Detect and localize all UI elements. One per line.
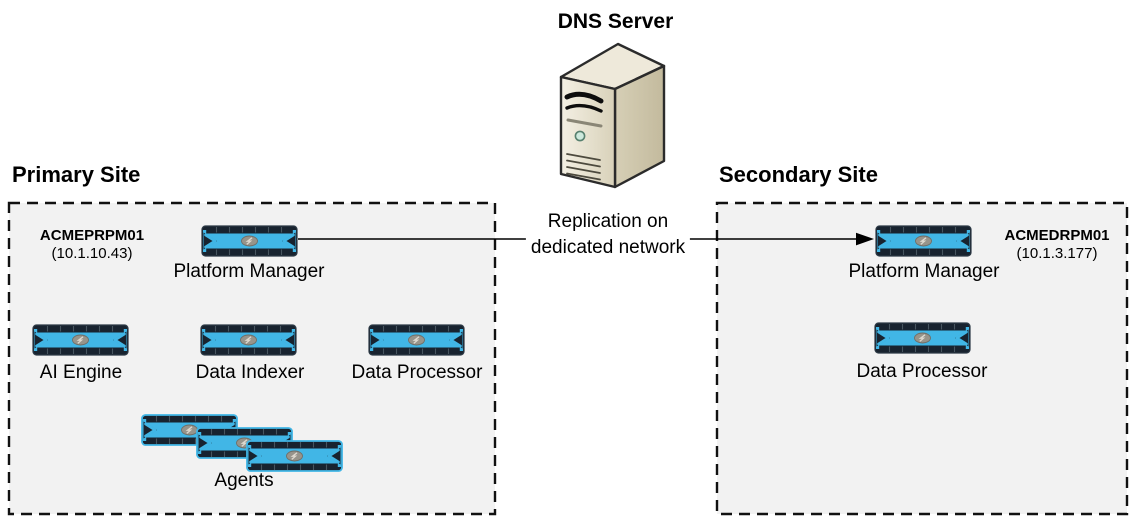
ai-engine-label: AI Engine: [39, 362, 123, 383]
secondary-platform-manager-host: ACMEDRPM01 (10.1.3.177): [992, 227, 1122, 263]
primary-platform-manager-label: Platform Manager: [173, 261, 325, 282]
replication-caption: Replication on dedicated network: [525, 209, 691, 261]
dns-server-icon: [556, 41, 669, 194]
secondary-site-title: Secondary Site: [719, 162, 878, 187]
secondary-platform-manager-label: Platform Manager: [848, 261, 1000, 282]
agents-label: Agents: [214, 470, 274, 491]
primary-platform-manager-ip: (10.1.10.43): [51, 245, 133, 262]
appliance-icon-data-indexer: [200, 324, 297, 356]
dns-server-label: DNS Server: [557, 10, 674, 33]
data-processor-primary-label: Data Processor: [351, 362, 483, 383]
appliance-icon-data-processor-primary: [368, 324, 465, 356]
primary-platform-manager-hostname: ACMEPRPM01: [39, 227, 145, 244]
data-processor-secondary-label: Data Processor: [856, 361, 988, 382]
appliance-icon-data-processor-secondary: [874, 322, 971, 354]
replication-caption-line2: dedicated network: [530, 237, 686, 258]
replication-caption-line1: Replication on: [547, 211, 669, 232]
agent-icon-3: [246, 440, 343, 472]
replication-arrowhead-icon: [856, 232, 874, 246]
data-indexer-label: Data Indexer: [195, 362, 305, 383]
primary-platform-manager-host: ACMEPRPM01 (10.1.10.43): [27, 227, 157, 263]
secondary-platform-manager-ip: (10.1.3.177): [1016, 245, 1098, 262]
secondary-platform-manager-hostname: ACMEDRPM01: [1004, 227, 1110, 244]
appliance-icon-ai-engine: [32, 324, 129, 356]
appliance-icon-secondary-platform-manager: [875, 225, 972, 257]
appliance-icon-primary-platform-manager: [201, 225, 298, 257]
primary-site-title: Primary Site: [12, 162, 141, 187]
